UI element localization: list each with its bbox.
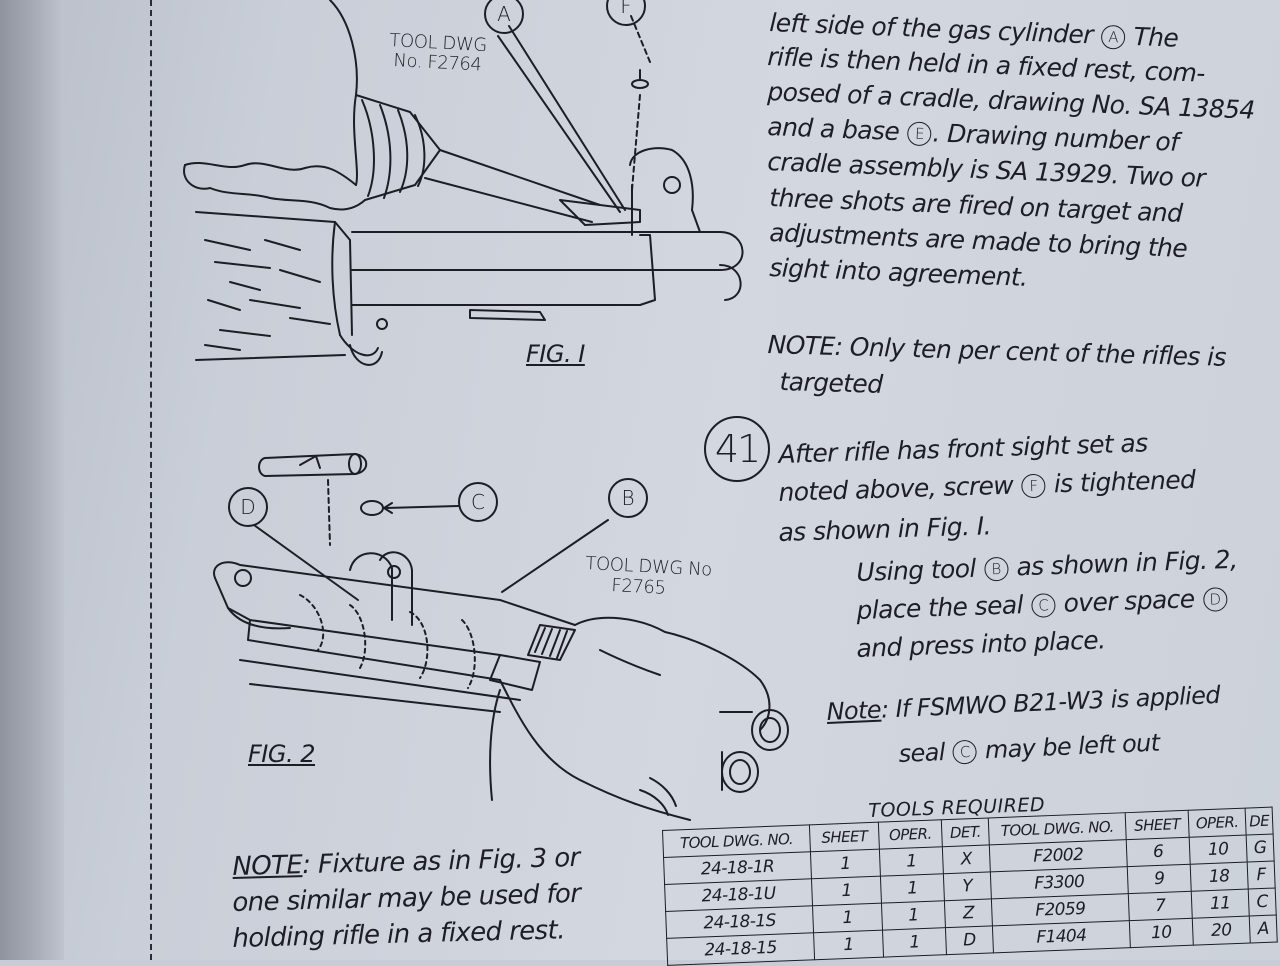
inline-callout-e: E: [907, 121, 932, 147]
table-cell: 10: [1189, 835, 1248, 865]
table-header: OPER.: [878, 819, 943, 850]
table-cell: 10: [1129, 918, 1194, 948]
fig1-caption: FIG. I: [526, 340, 585, 368]
table-cell: 20: [1192, 916, 1251, 946]
table-header: OPER.: [1188, 808, 1247, 838]
table-cell: 18: [1190, 862, 1249, 892]
table-cell: X: [942, 844, 991, 874]
table-cell: 6: [1126, 837, 1191, 867]
table-cell: 1: [880, 873, 945, 904]
table-cell: 7: [1128, 891, 1193, 921]
tools-required-table: TOOL DWG. NO. SHEET OPER. DET. TOOL DWG.…: [662, 807, 1278, 966]
table-cell: 1: [813, 930, 884, 960]
fig1-callout-a: A: [484, 0, 524, 34]
fig2-drawing: [213, 453, 789, 821]
table-cell: Y: [943, 871, 992, 901]
table-header: DE: [1245, 807, 1274, 836]
inline-callout-a: A: [1100, 24, 1126, 50]
fig2-callout-d: D: [228, 487, 268, 527]
table-cell: F: [1247, 861, 1276, 890]
inline-callout-b: B: [983, 556, 1009, 582]
step-number-41: 41: [704, 416, 770, 482]
table-cell: 24-18-15: [666, 932, 815, 966]
table-cell: 1: [881, 900, 946, 931]
table-header: SHEET: [809, 822, 880, 852]
fig2-callout-c: C: [458, 482, 498, 522]
note-targeted-line2: targeted: [779, 367, 883, 399]
table-cell: 1: [811, 876, 882, 906]
table-header: DET.: [941, 817, 990, 847]
table-cell: 1: [882, 927, 947, 958]
table-cell: G: [1246, 834, 1275, 863]
fig1-drawing: [183, 0, 744, 366]
table-cell: Z: [944, 898, 993, 928]
table-header: SHEET: [1125, 810, 1190, 840]
table-cell: D: [945, 925, 994, 955]
fig2-tool-label-line2: F2765: [610, 575, 667, 599]
table-cell: 9: [1127, 864, 1192, 894]
page-margin-shadow: [0, 0, 64, 960]
table-cell: 11: [1191, 889, 1250, 919]
table-cell: 1: [812, 903, 883, 933]
table-cell: F1404: [992, 920, 1131, 953]
dashed-cut-line: [150, 0, 152, 960]
table-cell: 1: [879, 846, 944, 877]
inline-callout-d: D: [1202, 587, 1228, 612]
table-cell: A: [1249, 914, 1278, 944]
inline-callout-c-2: C: [952, 739, 978, 765]
table-cell: C: [1248, 888, 1277, 917]
table-cell: 1: [810, 849, 881, 879]
fig2-callout-b: B: [608, 478, 648, 518]
fig2-caption: FIG. 2: [248, 740, 316, 768]
inline-callout-c: C: [1030, 593, 1056, 618]
inline-callout-f: F: [1021, 473, 1046, 499]
